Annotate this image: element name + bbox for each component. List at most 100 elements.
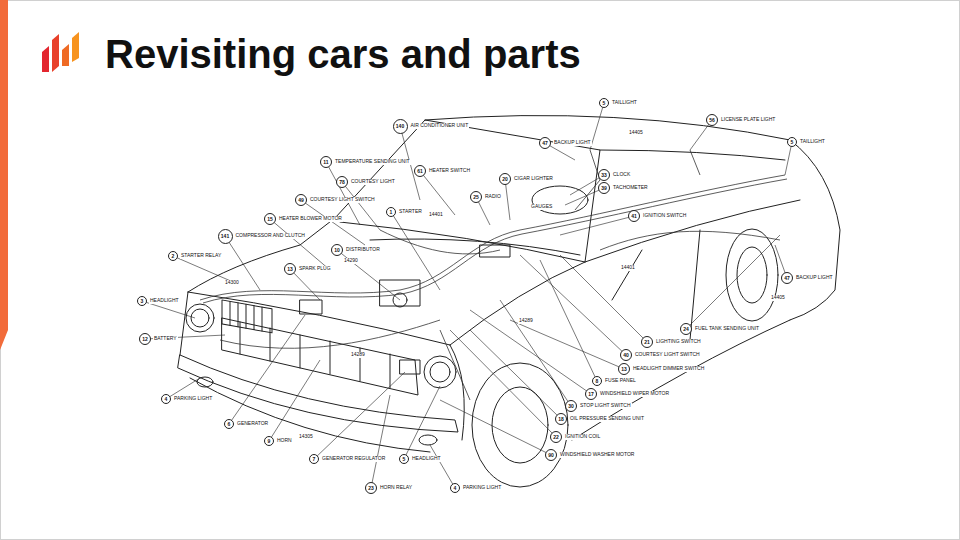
callout: 24FUEL TANK SENDING UNIT (680, 323, 760, 335)
harness-front (220, 320, 440, 348)
callout-number: 33 (598, 169, 610, 181)
callout: 1STARTER (386, 207, 423, 217)
part-name: CLOCK (612, 172, 631, 178)
part-name: TAILLIGHT (611, 100, 638, 106)
part-name: LICENSE PLATE LIGHT (720, 117, 776, 123)
part-name: FUSE PANEL (604, 378, 637, 384)
part-name: BATTERY (153, 336, 178, 342)
callout: 141COMPRESSOR AND CLUTCH (218, 229, 306, 244)
callout: 15HEATER BLOWER MOTOR (264, 213, 343, 225)
cowl (340, 222, 585, 262)
windshield (425, 120, 600, 262)
callout: 13HEADLIGHT DIMMER SWITCH (618, 363, 705, 375)
part-name: IGNITION SWITCH (642, 213, 687, 219)
callout: 9HORN (264, 436, 293, 446)
callout-number: 9 (264, 436, 274, 446)
door-lines (612, 230, 700, 340)
callout-number: 78 (336, 176, 348, 188)
callout-number: 15 (264, 213, 276, 225)
wire-number: 14300 (224, 280, 240, 286)
callout-number: 141 (218, 229, 233, 244)
part-name: TAILLIGHT (799, 139, 826, 145)
callout: 4PARKING LIGHT (161, 394, 213, 404)
headlight (186, 304, 214, 332)
callout-number: 7 (309, 454, 319, 464)
callout: 12BATTERY (139, 333, 178, 345)
callout: 78COURTESY LIGHT (336, 176, 396, 188)
leader-lines (142, 103, 792, 488)
callout-number: 47 (539, 137, 551, 149)
harness-main (203, 179, 787, 303)
parking-light (419, 435, 437, 445)
callout-number: 23 (365, 482, 377, 494)
beltline (450, 200, 800, 345)
part-name: STOP LIGHT SWITCH (579, 403, 632, 409)
callout: 5HEADLIGHT (399, 454, 442, 464)
battery-case (222, 300, 272, 333)
part-name: BACKUP LIGHT (553, 140, 592, 146)
callout-number: 140 (393, 119, 408, 134)
callout-number: 4 (450, 483, 460, 493)
rear-rim (737, 247, 767, 303)
callout-number: 56 (706, 114, 718, 126)
slide-title: Revisiting cars and parts (105, 30, 581, 78)
wiring-harness (200, 150, 787, 400)
generator (300, 300, 322, 314)
part-name: RADIO (484, 194, 502, 200)
callout-number: 10 (331, 244, 343, 256)
logo-bar (42, 46, 49, 72)
callout-number: 13 (284, 263, 296, 275)
callout-number: 47 (781, 272, 793, 284)
part-name: FUEL TANK SENDING UNIT (694, 326, 760, 332)
callout: 20CIGAR LIGHTER (499, 173, 554, 185)
part-name: LIGHTING SWITCH (655, 339, 702, 345)
callout: 3HEADLIGHT (137, 296, 180, 306)
callout-number: 39 (598, 182, 610, 194)
harness-dash (380, 230, 500, 254)
callout: 6GENERATOR (224, 419, 269, 429)
callout-number: 30 (565, 400, 577, 412)
callout: 13SPARK PLUG (284, 263, 332, 275)
wire-number: 14290 (343, 258, 359, 264)
part-name: STARTER (398, 209, 423, 215)
callout-number: 1 (386, 207, 396, 217)
roof-line (335, 116, 790, 219)
logo-bar (52, 34, 59, 72)
callout-number: 22 (550, 431, 562, 443)
part-name: WINDSHIELD WASHER MOTOR (559, 452, 635, 458)
part-name: HEADLIGHT (149, 298, 180, 304)
wire-number: 14289 (350, 352, 366, 358)
callout-number: 40 (620, 349, 632, 361)
part-name: TEMPERATURE SENDING UNIT (334, 159, 411, 165)
front-wheel (472, 363, 568, 487)
callout-number: 8 (592, 376, 602, 386)
callout-number: 41 (628, 210, 640, 222)
callout: 40COURTESY LIGHT SWITCH (620, 349, 701, 361)
wire-number: 14401 (620, 265, 636, 271)
callout: 22IGNITION COIL (550, 431, 601, 443)
part-name: COURTESY LIGHT SWITCH (309, 197, 376, 203)
wire-number: 14289 (518, 318, 534, 324)
callout-number: 5 (399, 454, 409, 464)
part-name: CIGAR LIGHTER (513, 176, 554, 182)
part-name: COURTESY LIGHT SWITCH (634, 352, 701, 358)
callout: 90WINDSHIELD WASHER MOTOR (545, 449, 635, 461)
callout: 30STOP LIGHT SWITCH (565, 400, 632, 412)
part-name: TACHOMETER (612, 185, 649, 191)
callout: 4PARKING LIGHT (450, 483, 502, 493)
callout-number: 25 (470, 191, 482, 203)
battery-cells (230, 301, 262, 331)
headlight-lens (430, 362, 450, 382)
part-name: DISTRIBUTOR (345, 247, 381, 253)
callout: 39TACHOMETER (598, 182, 649, 194)
accent-strip (0, 0, 8, 350)
callout: 49COURTESY LIGHT SWITCH (295, 194, 376, 206)
callout-number: 20 (499, 173, 511, 185)
callout-number: 3 (137, 296, 147, 306)
callout: 140AIR CONDITIONER UNIT (393, 119, 470, 134)
headlight (424, 356, 456, 388)
part-name: IGNITION COIL (564, 434, 601, 440)
